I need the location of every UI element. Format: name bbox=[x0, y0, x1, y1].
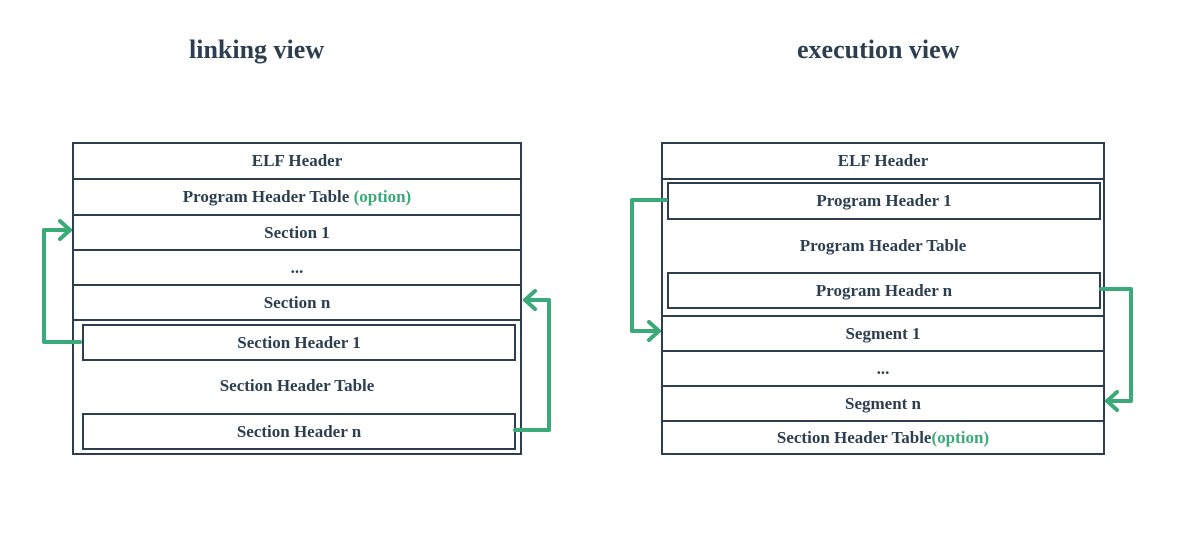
arrowhead-section-n bbox=[523, 289, 537, 311]
program-header-1-label: Program Header 1 bbox=[816, 191, 952, 210]
section-1-row: Section 1 bbox=[74, 214, 520, 249]
ellipsis-row: ... bbox=[663, 350, 1103, 385]
elf-header-row: ELF Header bbox=[74, 144, 520, 178]
program-header-n-box: Program Header n bbox=[667, 272, 1101, 309]
option-label: (option) bbox=[353, 187, 412, 206]
linking-view-diagram: ELF Header Program Header Table (option)… bbox=[72, 142, 522, 455]
section-n-label: Section n bbox=[263, 292, 331, 312]
program-header-table-block bbox=[663, 178, 1103, 315]
arrowhead-segment-n bbox=[1105, 390, 1119, 412]
segment-n-label: Segment n bbox=[844, 393, 922, 413]
segment-n-row: Segment n bbox=[663, 385, 1103, 420]
arrowhead-segment-1 bbox=[647, 320, 661, 342]
section-1-label: Section 1 bbox=[264, 222, 330, 242]
section-header-table-label: Section Header Table bbox=[776, 427, 932, 447]
program-header-table-label: Program Header Table bbox=[799, 236, 967, 255]
segment-1-row: Segment 1 bbox=[663, 315, 1103, 350]
arrowhead-section-1 bbox=[58, 219, 72, 241]
section-header-n-label: Section Header n bbox=[236, 421, 362, 441]
section-header-1-label: Section Header 1 bbox=[237, 332, 361, 352]
section-n-row: Section n bbox=[74, 284, 520, 319]
execution-view-diagram: ELF Header Program Header 1 Program Head… bbox=[661, 142, 1105, 455]
elf-header-label: ELF Header bbox=[251, 151, 343, 170]
section-header-table-block bbox=[74, 319, 520, 453]
section-header-table-label: Section Header Table bbox=[219, 376, 375, 395]
section-header-1-box: Section Header 1 bbox=[82, 324, 516, 361]
section-header-table-row: Section Header Table bbox=[74, 370, 520, 402]
program-header-1-box: Program Header 1 bbox=[667, 182, 1101, 220]
section-header-table-row: Section Header Table(option) bbox=[663, 420, 1103, 453]
program-header-table-label: Program Header Table bbox=[182, 187, 350, 206]
option-label: (option) bbox=[931, 427, 990, 447]
ellipsis-row: ... bbox=[74, 249, 520, 284]
program-header-table-row: Program Header Table bbox=[663, 230, 1103, 262]
program-header-table-row: Program Header Table (option) bbox=[74, 178, 520, 214]
elf-header-row: ELF Header bbox=[663, 144, 1103, 178]
section-header-n-box: Section Header n bbox=[82, 413, 516, 450]
linking-view-title: linking view bbox=[189, 35, 325, 64]
elf-header-label: ELF Header bbox=[837, 151, 929, 170]
program-header-n-label: Program Header n bbox=[815, 280, 953, 300]
segment-1-label: Segment 1 bbox=[845, 323, 921, 343]
arrow-program-header-n-to-segment-n bbox=[1099, 287, 1133, 403]
ellipsis-label: ... bbox=[876, 358, 890, 378]
execution-view-title: execution view bbox=[797, 35, 960, 64]
ellipsis-label: ... bbox=[290, 257, 304, 277]
